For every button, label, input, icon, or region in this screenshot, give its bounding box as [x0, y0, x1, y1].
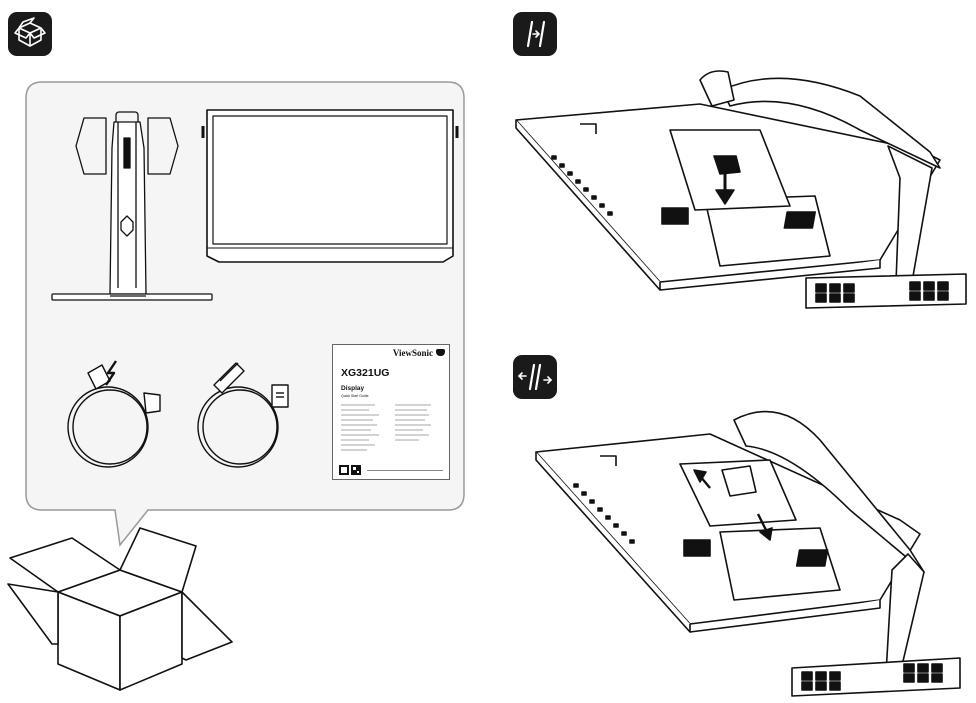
qsg-brand: ViewSonic — [392, 348, 433, 358]
box-contents-icon — [8, 12, 52, 56]
hdmi-cable-illustration — [197, 362, 289, 468]
qsg-subtitle: Quick Start Guide — [341, 394, 369, 398]
qsg-model: XG321UG — [341, 367, 390, 379]
release-stand-illustration — [535, 410, 961, 697]
qsg-url-line — [367, 470, 443, 471]
qsg-title: Display — [341, 385, 365, 392]
qr-code-icon — [339, 465, 361, 475]
power-cable-illustration — [67, 360, 161, 468]
viewsonic-logo-icon — [436, 349, 445, 356]
monitor-illustration — [201, 109, 459, 263]
quick-start-guide: ViewSonic XG321UG Display Quick Start Gu… — [332, 344, 450, 480]
stand-illustration — [51, 111, 213, 301]
qsg-text-lines — [341, 404, 431, 451]
attach-stand-icon — [513, 12, 557, 56]
release-stand-icon — [513, 355, 557, 399]
open-box-illustration — [7, 527, 233, 691]
attach-stand-illustration — [515, 70, 967, 309]
